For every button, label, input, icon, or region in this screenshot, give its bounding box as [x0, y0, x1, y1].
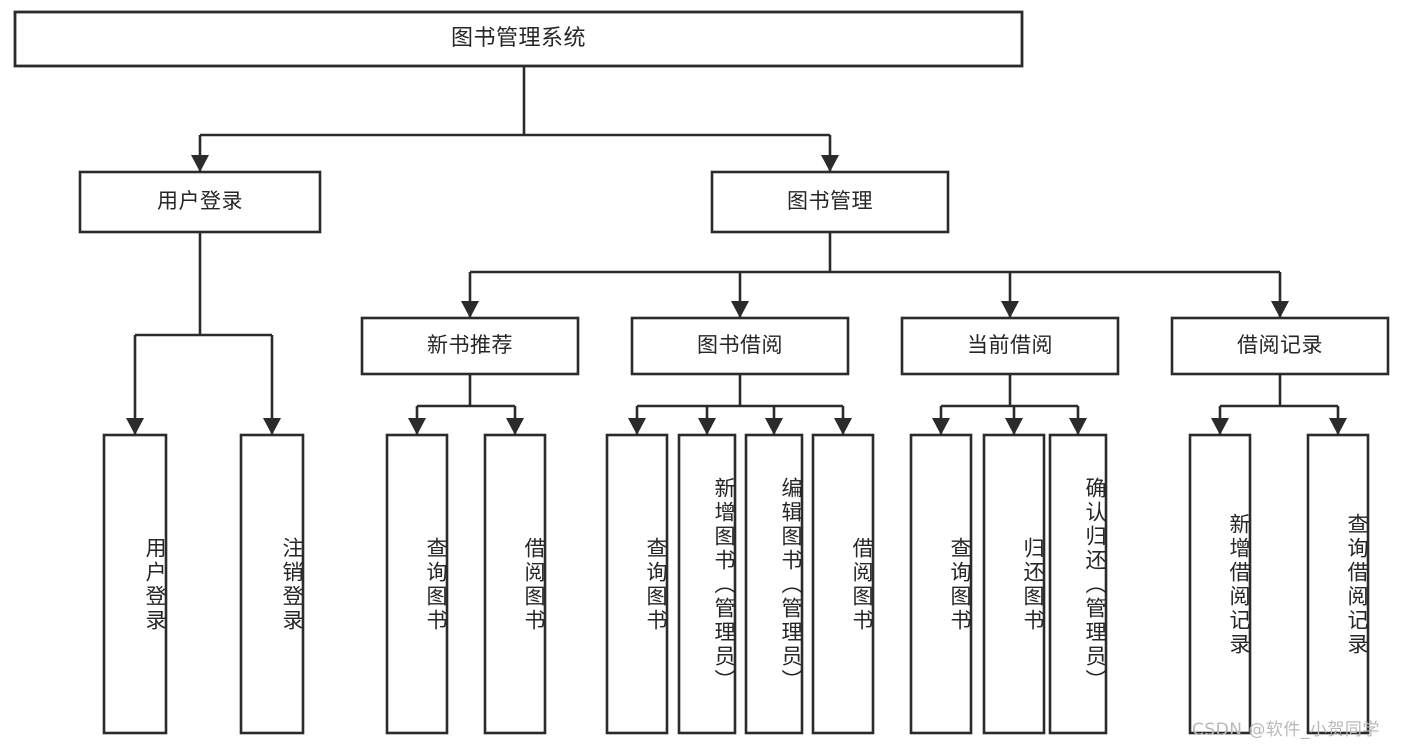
- node-box-leaf-add-book-admin: [677, 433, 737, 735]
- node-box-user-login: [78, 170, 322, 234]
- node-box-book-management: [710, 170, 950, 234]
- node-box-leaf-add-borrow-record: [1188, 433, 1252, 735]
- connector-root-to-level1: [191, 66, 839, 172]
- arrow-head-icon: [1211, 418, 1229, 435]
- node-box-leaf-edit-book-admin: [744, 433, 804, 735]
- arrow-head-icon: [765, 418, 783, 435]
- arrow-head-icon: [1271, 301, 1289, 318]
- arrow-head-icon: [1005, 418, 1023, 435]
- arrow-head-icon: [408, 418, 426, 435]
- arrow-head-icon: [126, 418, 144, 435]
- csdn-watermark: CSDN @软件_小贺同学: [1192, 720, 1380, 740]
- node-box-leaf-borrow-book: [811, 433, 875, 735]
- node-box-leaf-borrow-book-recommend: [483, 433, 547, 735]
- connector-borrow-records-to-leaves: [1211, 374, 1347, 435]
- arrow-head-icon: [731, 301, 749, 318]
- connector-book-management-to-level2: [461, 232, 1289, 318]
- arrow-head-icon: [1069, 418, 1087, 435]
- node-box-leaf-query-book-borrow: [605, 433, 669, 735]
- connector-new-book-recommend-to-leaves: [408, 374, 524, 435]
- arrow-head-icon: [932, 418, 950, 435]
- arrow-head-icon: [834, 418, 852, 435]
- node-box-leaf-query-borrow-record: [1306, 433, 1370, 735]
- arrow-head-icon: [461, 301, 479, 318]
- node-box-leaf-return-book: [982, 433, 1046, 735]
- node-box-leaf-query-book-current: [909, 433, 973, 735]
- node-box-borrow-records: [1170, 316, 1390, 376]
- connector-book-borrow-to-leaves: [628, 374, 852, 435]
- arrow-head-icon: [191, 155, 209, 172]
- node-box-leaf-user-logout: [239, 433, 305, 735]
- arrow-head-icon: [506, 418, 524, 435]
- connector-user-login-to-leaves: [126, 232, 281, 435]
- node-box-leaf-user-login: [102, 433, 168, 735]
- arrow-head-icon: [1001, 301, 1019, 318]
- node-box-root: [13, 10, 1024, 68]
- arrow-head-icon: [698, 418, 716, 435]
- arrow-head-icon: [821, 155, 839, 172]
- arrow-head-icon: [263, 418, 281, 435]
- node-box-leaf-query-book-recommend: [385, 433, 449, 735]
- connector-current-borrow-to-leaves: [932, 374, 1087, 435]
- node-box-new-book-recommend: [360, 316, 580, 376]
- node-box-leaf-confirm-return-admin: [1048, 433, 1108, 735]
- node-box-book-borrow: [630, 316, 850, 376]
- arrow-head-icon: [628, 418, 646, 435]
- arrow-head-icon: [1329, 418, 1347, 435]
- node-box-current-borrow: [900, 316, 1120, 376]
